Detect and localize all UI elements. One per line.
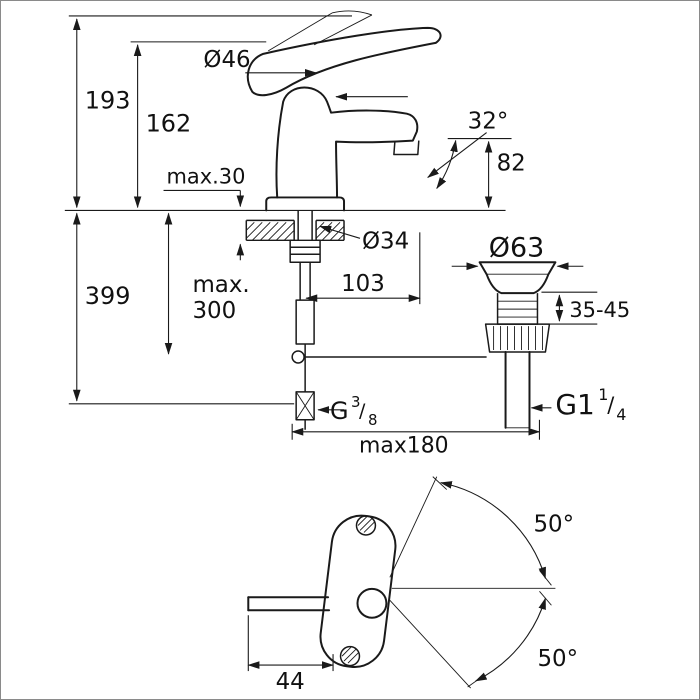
waste-thread-numerator: 1 bbox=[598, 385, 608, 404]
dim-max-distance: max180 bbox=[359, 434, 449, 459]
counter-hatch bbox=[245, 222, 345, 241]
waste-assembly bbox=[478, 261, 557, 429]
dim-deck-thickness: max.30 bbox=[167, 164, 246, 188]
top-view-outline bbox=[247, 514, 397, 668]
waste-body bbox=[496, 293, 539, 325]
ball-joint bbox=[291, 350, 305, 364]
dim-supply-thread: G 3 / 8 bbox=[330, 393, 377, 429]
faucet-top-silhouette bbox=[319, 514, 397, 668]
mounting-nut bbox=[289, 239, 321, 263]
dim-waste-range: 35-45 bbox=[569, 298, 630, 322]
dim-waste-flange-diameter: Ø63 bbox=[489, 232, 544, 263]
base-plate bbox=[265, 196, 346, 212]
supply-thread-prefix: G bbox=[330, 397, 349, 425]
aerator bbox=[393, 140, 420, 156]
dim-waste-thread: G1 1 / 4 bbox=[555, 385, 626, 424]
handle-tip-lower bbox=[339, 645, 361, 667]
rod-guide bbox=[295, 299, 315, 345]
knurl-hatch bbox=[493, 326, 543, 350]
top-view: 50° 50° 44 bbox=[247, 476, 578, 695]
faucet-outline bbox=[246, 10, 442, 212]
waste-thread-prefix: G1 bbox=[555, 388, 594, 421]
knurled-nut bbox=[484, 323, 551, 353]
dim-handle-diameter: Ø46 bbox=[203, 47, 250, 73]
tip-hatch bbox=[341, 516, 376, 664]
supply-thread-numerator: 3 bbox=[351, 393, 361, 411]
dim-overall-height: 193 bbox=[85, 87, 131, 115]
dim-swivel-lower: 50° bbox=[537, 646, 578, 672]
waste-flange bbox=[478, 261, 557, 295]
handle-raised-outline bbox=[268, 10, 373, 52]
handle-tip-upper bbox=[355, 515, 377, 536]
dim-height-to-handle: 162 bbox=[146, 110, 192, 138]
lever-handle bbox=[246, 26, 442, 97]
dimension-lines-top bbox=[247, 476, 556, 689]
waste-thread-slash: / bbox=[607, 393, 615, 417]
supply-thread-denominator: 8 bbox=[368, 411, 378, 429]
dim-spout-projection: 103 bbox=[341, 271, 385, 297]
dim-rod-max-value: 300 bbox=[192, 298, 236, 324]
dim-spout-width: 44 bbox=[276, 669, 305, 695]
dim-rod-max-label: max. bbox=[192, 272, 249, 298]
spout-top-view bbox=[247, 596, 331, 612]
side-view: 193 162 Ø46 32° 82 max.30 Ø34 399 max. 3… bbox=[64, 10, 630, 459]
dim-handle-angle: 32° bbox=[468, 109, 509, 135]
counter-section bbox=[245, 219, 345, 242]
undercounter-assembly bbox=[289, 210, 487, 430]
dim-swivel-upper: 50° bbox=[533, 511, 574, 537]
dimension-lines-side bbox=[64, 15, 598, 440]
dim-below-height: 399 bbox=[85, 282, 131, 310]
cartridge-cap bbox=[356, 587, 388, 619]
faucet-body bbox=[275, 86, 419, 199]
dim-hole-diameter: Ø34 bbox=[362, 228, 409, 254]
dim-spout-height: 82 bbox=[497, 151, 526, 177]
waste-thread-denominator: 4 bbox=[616, 405, 626, 424]
supply-thread-slash: / bbox=[359, 400, 366, 422]
